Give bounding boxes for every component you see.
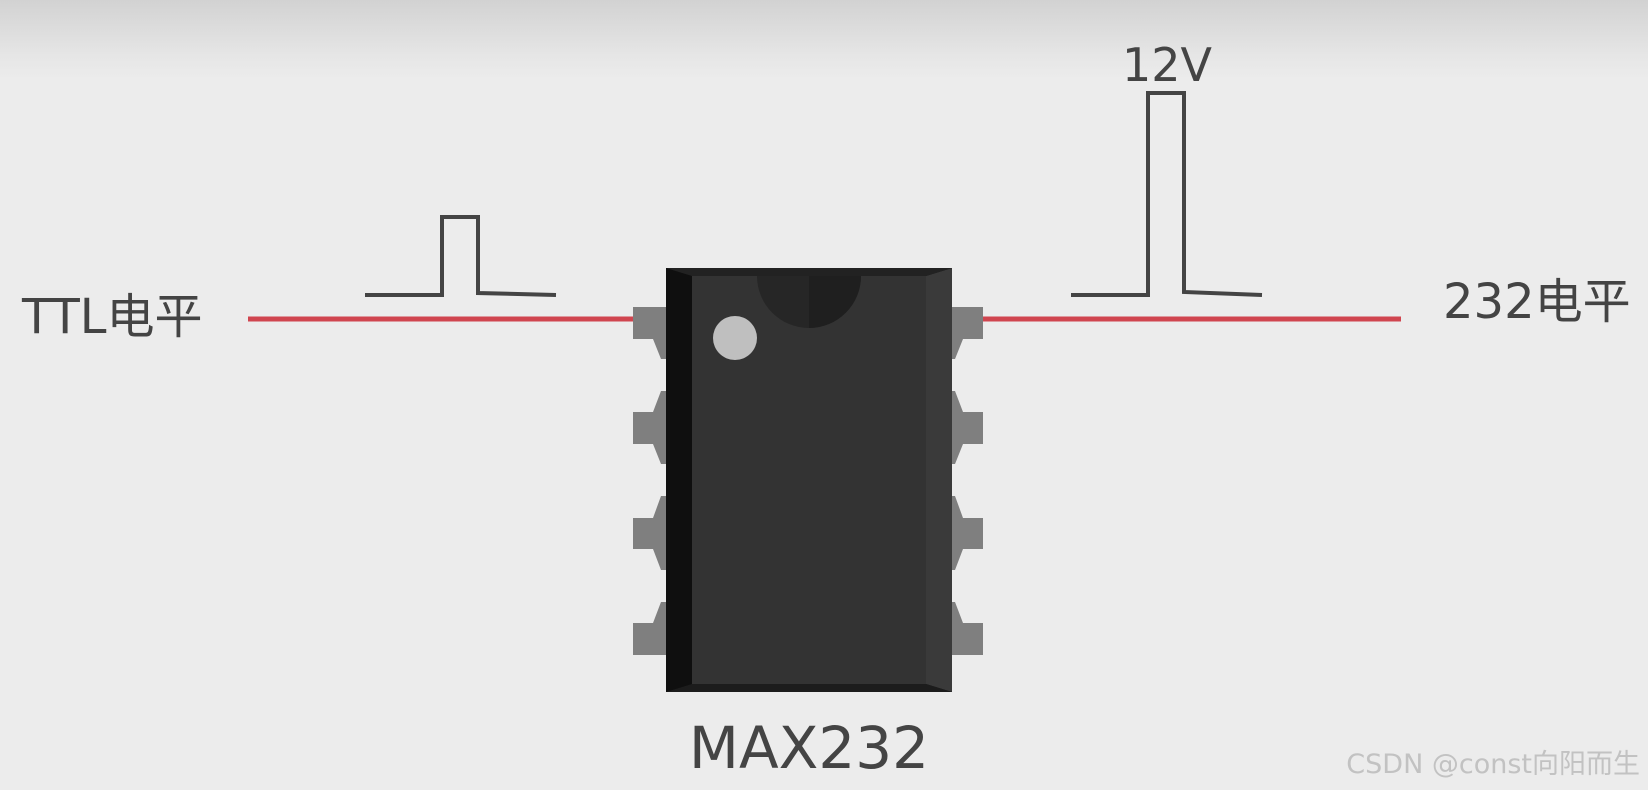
watermark: CSDN @const向阳而生 [1346,749,1640,780]
max232-chip [666,268,952,692]
chip-right-bevel [926,268,952,692]
chip-bottom-bevel [666,684,952,692]
ttl-level-label: TTL电平 [21,289,203,345]
pin1-marker [713,316,757,360]
chip-name-label: MAX232 [689,714,929,782]
chip-notch-shade [809,276,861,328]
ttl-pulse-waveform [365,215,557,297]
chip-left-bevel [666,268,692,692]
top-gradient [0,0,1648,80]
rs232-level-label: 232电平 [1443,274,1631,330]
chip-top-bevel [666,268,952,276]
rs232-pulse-waveform [1071,91,1263,297]
pulse-voltage-label: 12V [1122,38,1213,92]
